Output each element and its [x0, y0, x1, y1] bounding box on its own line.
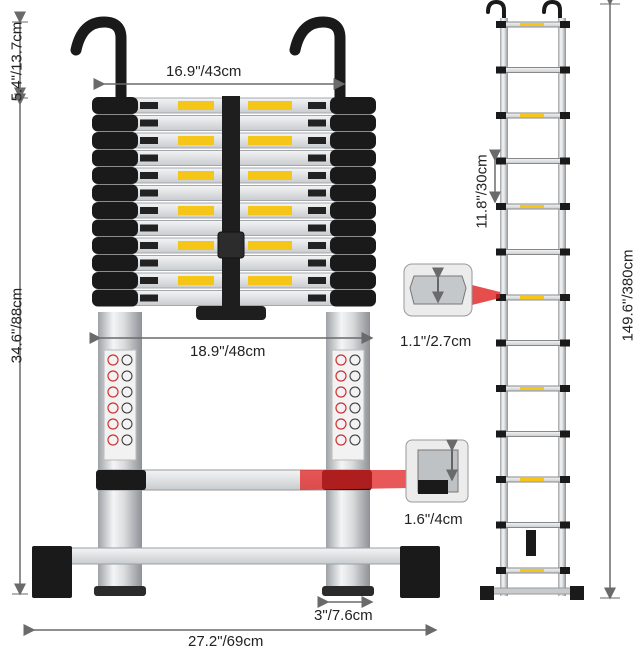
ext-rung: [497, 431, 569, 437]
foot-width-label: 3"/7.6cm: [314, 607, 373, 624]
ext-right-rail: [558, 18, 566, 596]
stabilizer-depth-label: 1.6"/4cm: [404, 511, 463, 528]
ext-rung: [497, 340, 569, 346]
ext-left-hook: [486, 0, 506, 24]
ext-left-rail: [500, 18, 508, 596]
closed-height-label: 34.6"/88cm: [8, 287, 26, 364]
extended-height-label: 149.6"/380cm: [619, 249, 637, 342]
left-hook: [70, 16, 127, 106]
ext-rung: [497, 249, 569, 255]
extended-rungs: [496, 21, 570, 574]
ext-rung: [497, 522, 569, 528]
right-hook: [289, 16, 346, 106]
inner-width-label: 18.9"/48cm: [190, 343, 266, 360]
rung-depth-label: 1.1"/2.7cm: [400, 333, 472, 350]
rung-spacing-label: 11.8"/30cm: [473, 154, 491, 229]
ext-rung: [497, 67, 569, 73]
hook-span-label: 16.9"/43cm: [166, 63, 242, 80]
ext-right-hook: [542, 0, 562, 24]
base-width-label: 27.2"/69cm: [188, 633, 264, 650]
hook-height-label: 5.4"/13.7cm: [8, 21, 26, 102]
collapsed-rung-stack: [92, 97, 376, 307]
ext-rung: [497, 158, 569, 164]
